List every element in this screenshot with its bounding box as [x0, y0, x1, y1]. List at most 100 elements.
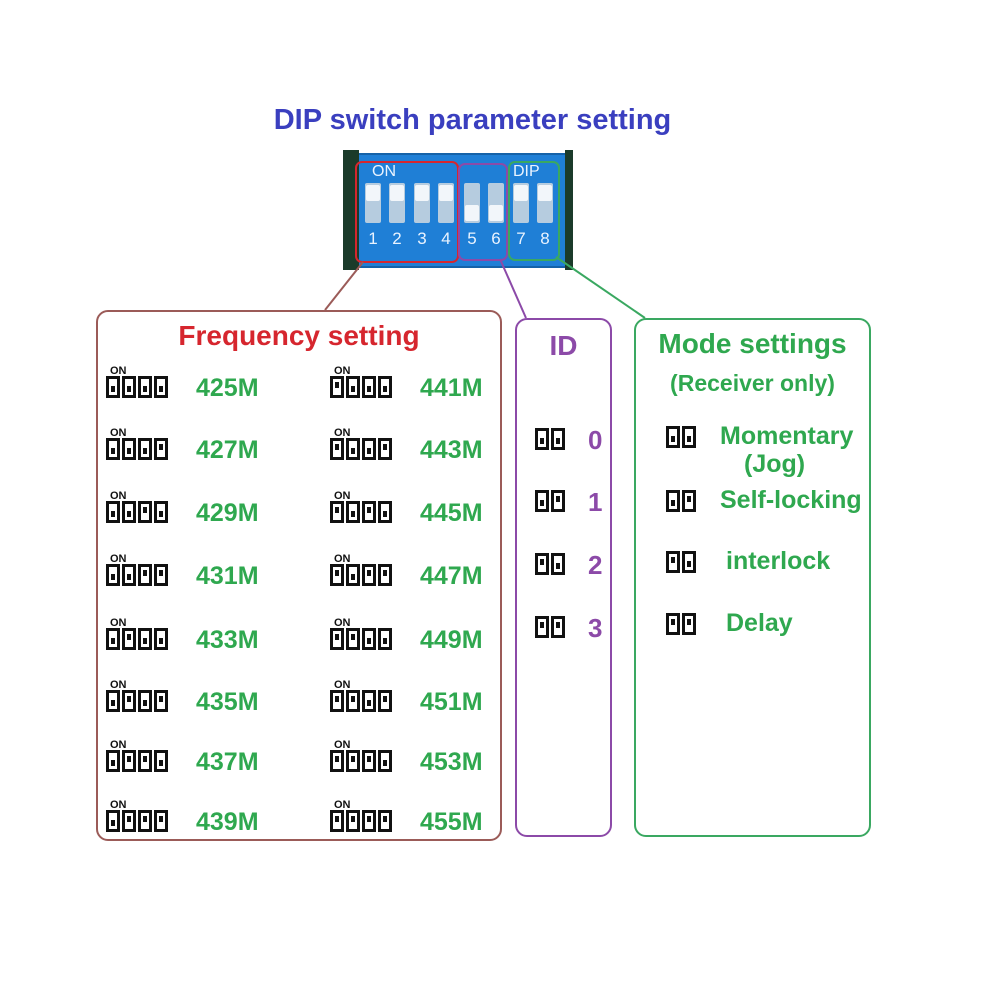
- switch-knob: [383, 638, 387, 644]
- switch-cell: [138, 438, 152, 460]
- on-label: ON: [110, 427, 127, 439]
- on-label: ON: [334, 427, 351, 439]
- switch-knob: [127, 696, 131, 702]
- switch-knob: [351, 634, 355, 640]
- switch-knob: [335, 507, 339, 513]
- frequency-value: 427M: [196, 436, 259, 464]
- frequency-value: 455M: [420, 808, 483, 836]
- switch-cell: [122, 628, 136, 650]
- dip-knob: [489, 205, 503, 221]
- switch-pattern: [106, 438, 168, 460]
- frequency-title: Frequency setting: [178, 320, 420, 351]
- dip-number: 8: [540, 229, 550, 248]
- switch-cell: [362, 628, 376, 650]
- switch-cell: [154, 564, 168, 586]
- dip-slot-4: [438, 183, 454, 223]
- switch-knob: [540, 622, 544, 628]
- switch-cell: [138, 628, 152, 650]
- switch-knob: [335, 756, 339, 762]
- switch-cell: [551, 428, 565, 450]
- switch-knob: [687, 619, 691, 625]
- switch-knob: [143, 638, 147, 644]
- frequency-value: 447M: [420, 562, 483, 590]
- switch-cell: [138, 810, 152, 832]
- dip-slot-2: [389, 183, 405, 223]
- dip-number: 3: [417, 229, 427, 248]
- switch-cell: [346, 438, 360, 460]
- on-label: ON: [110, 553, 127, 565]
- switch-cell: [138, 750, 152, 772]
- switch-knob: [383, 760, 387, 766]
- switch-pattern: [330, 628, 392, 650]
- switch-cell: [378, 750, 392, 772]
- on-label: ON: [334, 553, 351, 565]
- switch-cell: [138, 690, 152, 712]
- switch-knob: [127, 574, 131, 580]
- frequency-entry: ON 455M: [330, 799, 483, 836]
- switch-cell: [330, 750, 344, 772]
- switch-knob: [111, 760, 115, 766]
- switch-cell: [122, 376, 136, 398]
- switch-cell: [346, 750, 360, 772]
- switch-knob: [383, 386, 387, 392]
- dip-knob: [415, 185, 429, 201]
- switch-knob: [159, 760, 163, 766]
- switch-cell: [362, 564, 376, 586]
- frequency-entry: ON 427M: [106, 427, 259, 464]
- switch-cell: [666, 613, 680, 635]
- switch-knob: [159, 816, 163, 822]
- switch-cell: [330, 690, 344, 712]
- switch-knob: [127, 386, 131, 392]
- frequency-value: 445M: [420, 499, 483, 527]
- switch-cell: [330, 501, 344, 523]
- id-entry: 0: [535, 425, 602, 455]
- mode-entry: Self-locking: [666, 486, 862, 514]
- switch-knob: [159, 638, 163, 644]
- switch-knob: [367, 638, 371, 644]
- dip-number: 5: [467, 229, 477, 248]
- switch-knob: [143, 756, 147, 762]
- switch-knob: [159, 444, 163, 450]
- switch-cell: [666, 426, 680, 448]
- switch-knob: [335, 570, 339, 576]
- switch-knob: [335, 816, 339, 822]
- switch-cell: [106, 628, 120, 650]
- switch-cell: [362, 690, 376, 712]
- switch-cell: [330, 564, 344, 586]
- frequency-value: 441M: [420, 374, 483, 402]
- frequency-value: 443M: [420, 436, 483, 464]
- switch-cell: [666, 490, 680, 512]
- on-label: ON: [110, 799, 127, 811]
- switch-knob: [351, 696, 355, 702]
- switch-cell: [378, 690, 392, 712]
- on-label: ON: [334, 799, 351, 811]
- switch-cell: [154, 376, 168, 398]
- dip-knob: [538, 185, 552, 201]
- frequency-value: 451M: [420, 688, 483, 716]
- switch-cell: [551, 616, 565, 638]
- on-label: ON: [334, 490, 351, 502]
- switch-cell: [346, 690, 360, 712]
- switch-cell: [362, 810, 376, 832]
- switch-knob: [671, 436, 675, 442]
- switch-cell: [682, 613, 696, 635]
- switch-cell: [106, 376, 120, 398]
- mode-value: Delay: [726, 609, 793, 637]
- switch-pattern: [330, 690, 392, 712]
- switch-knob: [143, 570, 147, 576]
- switch-knob: [351, 386, 355, 392]
- switch-cell: [122, 750, 136, 772]
- switch-pattern: [330, 810, 392, 832]
- switch-cell: [378, 564, 392, 586]
- switch-knob: [367, 700, 371, 706]
- switch-knob: [367, 507, 371, 513]
- board-edge-right: [565, 150, 573, 270]
- switch-knob: [540, 559, 544, 565]
- dip-number: 7: [516, 229, 526, 248]
- switch-knob: [556, 438, 560, 444]
- switch-knob: [383, 570, 387, 576]
- switch-cell: [106, 438, 120, 460]
